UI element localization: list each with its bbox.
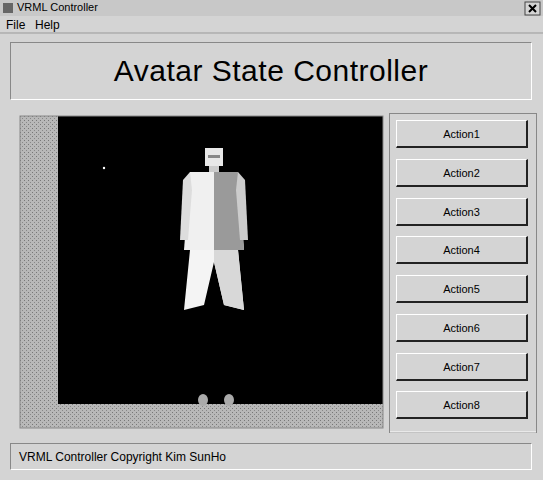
star-dot bbox=[103, 167, 105, 169]
viewer-border bbox=[20, 116, 383, 428]
menu-item: Help bbox=[35, 18, 60, 32]
vrml-viewer bbox=[20, 116, 383, 428]
action-button: Action4 bbox=[396, 236, 528, 264]
action-button: Action5 bbox=[396, 275, 528, 303]
status-bar: VRML Controller Copyright Kim SunHo bbox=[10, 443, 532, 470]
title-bar bbox=[0, 0, 543, 16]
status-text: VRML Controller Copyright Kim SunHo bbox=[19, 450, 226, 464]
menu-separator bbox=[0, 33, 543, 34]
menu-item: File bbox=[6, 18, 25, 32]
action-button: Action2 bbox=[396, 159, 528, 187]
panel-highlight bbox=[390, 432, 536, 433]
button-panel bbox=[390, 114, 537, 433]
viewer-side-strip bbox=[20, 116, 58, 428]
button-label: Action8 bbox=[443, 399, 480, 411]
button-label: Action4 bbox=[443, 244, 480, 256]
heading-title: Avatar State Controller bbox=[114, 54, 428, 88]
action-button: Action6 bbox=[396, 314, 528, 342]
app-icon bbox=[3, 3, 13, 13]
action-button: Action7 bbox=[396, 353, 528, 381]
button-label: Action3 bbox=[443, 206, 480, 218]
avatar-figure bbox=[180, 148, 248, 406]
heading-panel: Avatar State Controller bbox=[10, 42, 532, 100]
button-label: Action5 bbox=[443, 283, 480, 295]
action-button: Action8 bbox=[396, 391, 528, 419]
window-title: VRML Controller bbox=[17, 1, 98, 13]
button-label: Action1 bbox=[443, 128, 480, 140]
action-button: Action1 bbox=[396, 120, 528, 148]
viewer-bottom-strip bbox=[20, 404, 383, 428]
action-button: Action3 bbox=[396, 198, 528, 226]
button-label: Action2 bbox=[443, 167, 480, 179]
button-label: Action7 bbox=[443, 361, 480, 373]
close-button bbox=[525, 2, 540, 15]
button-label: Action6 bbox=[443, 322, 480, 334]
